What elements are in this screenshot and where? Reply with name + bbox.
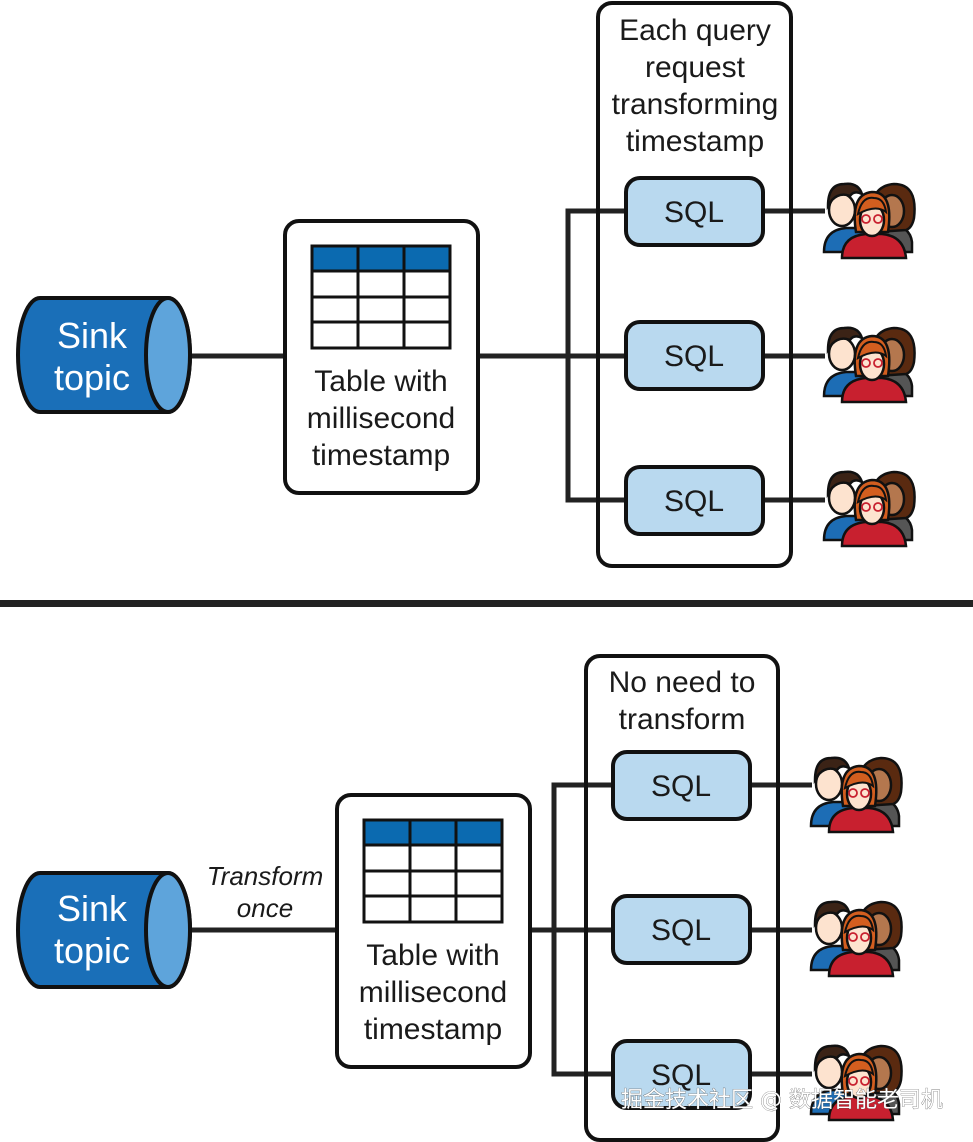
top-table-box: Table with millisecond timestamp xyxy=(283,219,480,495)
bottom-table-caption-1: Table with xyxy=(366,939,499,972)
top-group-caption-1: Each query xyxy=(619,14,771,47)
cylinder-icon xyxy=(16,296,192,414)
bottom-sink-topic: Sink topic xyxy=(16,871,192,989)
top-sql-label-1: SQL xyxy=(664,196,724,229)
user-group-icon xyxy=(822,326,916,404)
top-group-caption-3: transforming xyxy=(612,88,779,121)
bottom-sink-label-line2: topic xyxy=(54,930,130,971)
bottom-sql-label-1: SQL xyxy=(651,770,711,803)
bottom-group-caption-1: No need to xyxy=(609,666,756,699)
cylinder-icon xyxy=(16,871,192,989)
watermark: 掘金技术社区 @ 数据智能老司机 xyxy=(621,1088,943,1113)
bottom-sink-label-line1: Sink xyxy=(57,888,128,929)
top-query-group: Each query request transforming timestam… xyxy=(596,1,793,568)
top-group-caption-2: request xyxy=(645,51,746,84)
bottom-group-caption-2: transform xyxy=(619,703,746,736)
top-sql-label-2: SQL xyxy=(664,340,724,373)
top-table-caption-2: millisecond xyxy=(307,402,455,435)
top-sql-label-3: SQL xyxy=(664,485,724,518)
top-group-caption-4: timestamp xyxy=(626,125,764,158)
bottom-sql-label-3: SQL xyxy=(651,1059,711,1092)
bottom-sql-box-2: SQL xyxy=(611,894,752,965)
bottom-table-caption-2: millisecond xyxy=(359,976,507,1009)
top-sink-label-line1: Sink xyxy=(57,315,128,356)
top-table-caption-1: Table with xyxy=(314,365,447,398)
top-sql-box-1: SQL xyxy=(624,176,765,247)
bottom-sql-box-1: SQL xyxy=(611,750,752,821)
transform-once-label-1: Transform xyxy=(207,861,324,891)
section-divider xyxy=(0,600,973,607)
transform-once-label-2: once xyxy=(237,893,293,923)
user-group-icon xyxy=(809,900,903,978)
top-sql-box-2: SQL xyxy=(624,320,765,391)
table-icon xyxy=(310,244,452,350)
bottom-query-group: No need to transform xyxy=(584,654,780,1142)
user-group-icon xyxy=(809,756,903,834)
user-group-icon xyxy=(822,470,916,548)
top-sink-topic: Sink topic xyxy=(16,296,192,414)
table-icon xyxy=(362,818,504,924)
top-table-caption-3: timestamp xyxy=(312,439,450,472)
bottom-sql-box-3: SQL xyxy=(611,1039,752,1110)
top-sink-label-line2: topic xyxy=(54,357,130,398)
bottom-table-box: Table with millisecond timestamp xyxy=(335,793,532,1069)
user-group-icon xyxy=(822,182,916,260)
bottom-table-caption-3: timestamp xyxy=(364,1013,502,1046)
top-sql-box-3: SQL xyxy=(624,465,765,536)
bottom-sql-label-2: SQL xyxy=(651,914,711,947)
